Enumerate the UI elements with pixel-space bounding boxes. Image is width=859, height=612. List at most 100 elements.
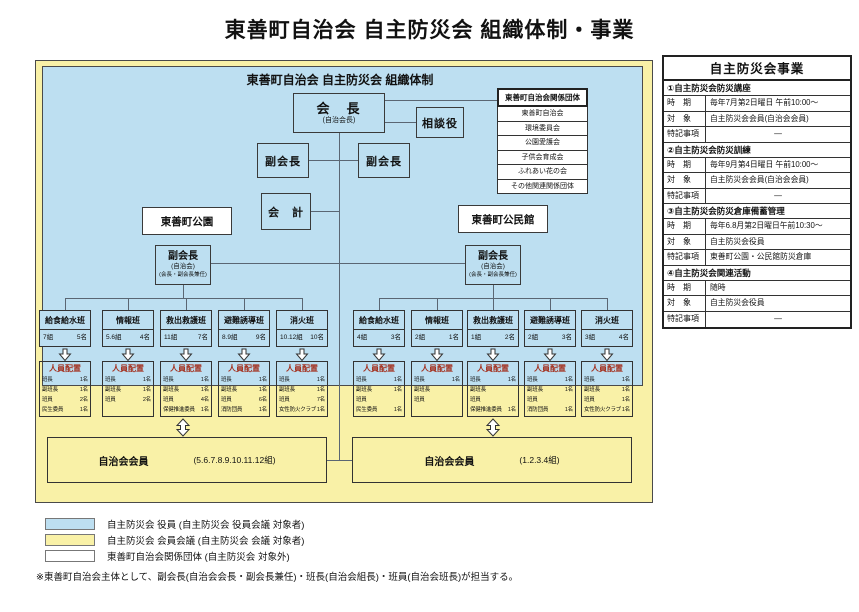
staff-role: 班長 xyxy=(470,377,481,383)
legend-swatch xyxy=(45,534,95,546)
team-group: 5.6組 xyxy=(106,334,122,341)
personnel-title: 人員配置 xyxy=(286,364,318,373)
team-count: 2名 xyxy=(504,334,515,341)
team-name: 給食給水班 xyxy=(354,311,404,330)
staff-role: 女性防火クラブ xyxy=(584,407,622,413)
team-group: 3組 xyxy=(585,334,596,341)
team-count: 1名 xyxy=(448,334,459,341)
members-label: 自治会会員 xyxy=(98,456,149,468)
related-org-item: 公園愛護会 xyxy=(497,136,588,151)
staff-row: 保健推進委員 1名 xyxy=(468,405,518,415)
related-orgs-table: 東善町自治会関係団体 東善町自治会環境委員会公園愛護会子供会育成会ふれあい花の会… xyxy=(497,88,588,194)
staff-row: 副班長 xyxy=(468,385,518,395)
staff-count: 1名 xyxy=(621,397,630,403)
program-row-value: 毎年7月第2日曜日 午前10:00～ xyxy=(710,98,819,107)
staff-role: 班長 xyxy=(356,377,367,383)
legend-item: 自主防災会 役員 (自主防災会 役員会議 対象者) xyxy=(45,517,304,531)
program-row-label: 対 象 xyxy=(664,296,706,311)
program-heading: ①自主防災会防災講座 xyxy=(664,81,850,96)
personnel-title: 人員配置 xyxy=(421,364,453,373)
team-group: 10.12組 xyxy=(280,334,303,341)
members-groups: (1.2.3.4組) xyxy=(519,455,560,465)
legend-item: 東善町自治会関係団体 (自主防災会 対象外) xyxy=(45,549,290,563)
org-chart-title: 東善町自治会 自主防災会 組織体制 xyxy=(246,73,434,87)
program-section: ③自主防災会防災倉庫備蓄管理時 期毎年6.8月第2日曜日午前10:30～対 象自… xyxy=(664,204,850,266)
staff-count: 1名 xyxy=(316,377,325,383)
staff-count: 1名 xyxy=(79,407,88,413)
staff-count: 1名 xyxy=(507,407,516,413)
staff-role: 保健推進委員 xyxy=(470,407,502,413)
staff-count: 1名 xyxy=(393,377,402,383)
staff-role: 班員 xyxy=(414,397,425,403)
staff-role: 班員 xyxy=(163,397,174,403)
branch-vice-chairman-left-box: 副会長 (自治会) (会長・副会長兼任) xyxy=(155,245,211,285)
related-org-item: その他関連関係団体 xyxy=(497,179,588,194)
members-label: 自治会会員 xyxy=(424,456,475,468)
staff-count: 1名 xyxy=(393,387,402,393)
program-row: 時 期毎年6.8月第2日曜日午前10:30～ xyxy=(664,219,850,235)
related-orgs-header: 東善町自治会関係団体 xyxy=(497,88,588,107)
staff-role: 班長 xyxy=(279,377,290,383)
program-row-value: 毎年6.8月第2日曜日午前10:30～ xyxy=(710,221,823,230)
staff-role: 民生委員 xyxy=(356,407,378,413)
program-row-label: 特記事項 xyxy=(664,311,706,327)
staff-role: 民生委員 xyxy=(42,407,64,413)
program-row-label: 時 期 xyxy=(664,219,706,234)
staff-count: 1名 xyxy=(200,407,209,413)
staff-row: 班員 xyxy=(525,395,575,405)
team-name: 情報班 xyxy=(103,311,153,330)
team-name: 避難誘導班 xyxy=(219,311,269,330)
staff-role: 班員 xyxy=(584,397,595,403)
staff-count: 1名 xyxy=(564,407,573,413)
staff-role: 班長 xyxy=(527,377,538,383)
staff-role: 副班長 xyxy=(221,387,237,393)
staff-row: 副班長 1名 xyxy=(40,385,90,395)
team-name: 給食給水班 xyxy=(40,311,90,330)
staff-role: 副班長 xyxy=(42,387,58,393)
staff-count: 1名 xyxy=(621,407,630,413)
programs-sections: ①自主防災会防災講座時 期毎年7月第2日曜日 午前10:00～対 象自主防災会会… xyxy=(664,81,850,327)
program-row: 特記事項東善町公園・公民館防災倉庫 xyxy=(664,250,850,266)
staff-count: 1名 xyxy=(200,377,209,383)
chairman-box: 会 長 (自治会長) xyxy=(293,93,385,133)
chairman-sublabel: (自治会長) xyxy=(322,117,356,124)
staff-row: 班員 xyxy=(468,395,518,405)
programs-panel-title: 自主防災会事業 xyxy=(664,57,850,81)
team-name: 消火班 xyxy=(582,311,632,330)
program-row-label: 対 象 xyxy=(664,173,706,188)
staff-role: 班長 xyxy=(414,377,425,383)
program-row: 対 象自主防災会役員 xyxy=(664,234,850,250)
staff-count: 2名 xyxy=(79,397,88,403)
program-row-value: ― xyxy=(774,129,782,138)
staff-count: 7名 xyxy=(316,397,325,403)
program-row-value: 自主防災会役員 xyxy=(710,236,765,246)
staff-role: 班員 xyxy=(470,397,481,403)
staff-count: 1名 xyxy=(79,387,88,393)
team-count: 3名 xyxy=(561,334,572,341)
team-count: 5名 xyxy=(76,334,87,341)
staff-role: 副班長 xyxy=(527,387,543,393)
staff-count: 1名 xyxy=(258,387,267,393)
